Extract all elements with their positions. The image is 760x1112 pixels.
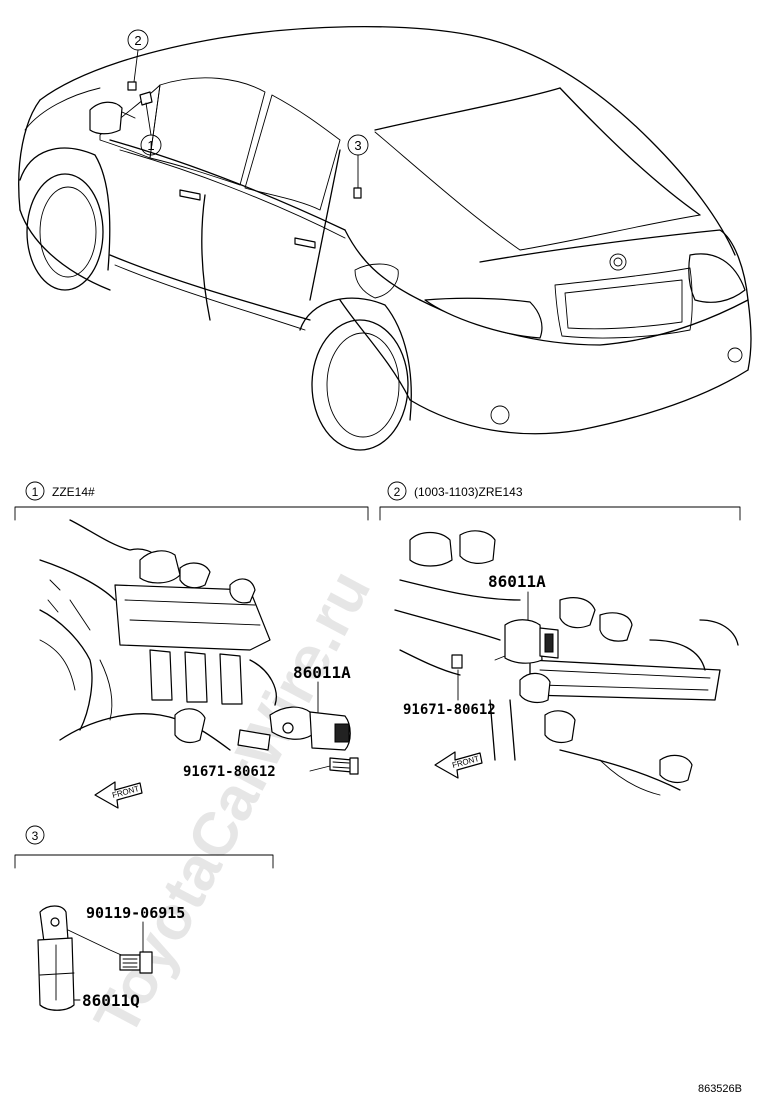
section-2-header: 2 (1003-1103)ZRE143 [379,481,741,521]
section-3-bolt [119,921,153,974]
section-2-sensor [451,591,559,669]
svg-text:2: 2 [134,33,141,48]
svg-text:(1003-1103)ZRE143: (1003-1103)ZRE143 [414,485,523,499]
section-3-sensor [37,905,129,1011]
svg-text:3: 3 [32,829,39,843]
section-2-bolt-label: 91671-80612 [403,702,496,718]
svg-text:ZZE14#: ZZE14# [52,485,95,499]
callout-2: 2 [127,29,149,83]
section-1-engine [39,519,277,751]
svg-text:1: 1 [147,138,154,153]
section-1-header: 1 ZZE14# [14,481,369,521]
diagram-code: 863526B [698,1083,742,1095]
svg-text:3: 3 [354,138,361,153]
section-3-bolt-label: 90119-06915 [86,904,185,922]
callout-1: 1 [140,102,162,156]
svg-text:2: 2 [394,485,401,499]
car-illustration [18,25,752,451]
section-2-sensor-label: 86011A [488,572,546,591]
section-2-engine [394,530,739,796]
section-1-sensor [269,681,359,775]
section-1-front-arrow: FRONT [94,781,143,809]
section-1-bolt-label: 91671-80612 [183,764,276,780]
callout-3: 3 [347,134,369,189]
section-1-sensor-label: 86011A [293,663,351,682]
svg-text:1: 1 [32,485,39,499]
section-3-sensor-label: 86011Q [82,991,140,1010]
section-3-header: 3 [14,825,274,869]
section-2-front-arrow: FRONT [434,751,483,779]
